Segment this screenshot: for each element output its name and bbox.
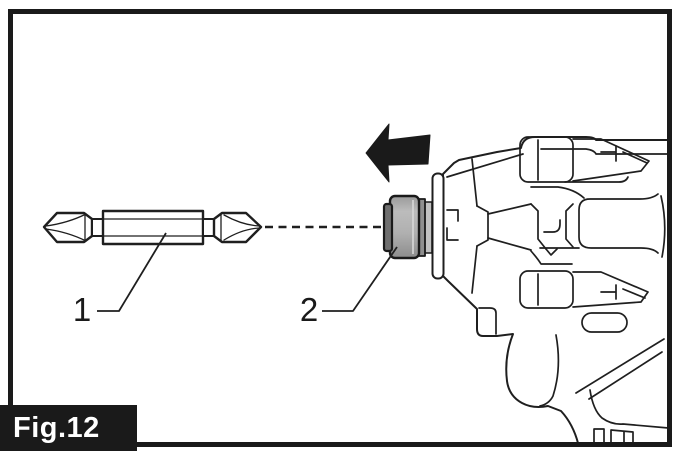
base-mark-1 bbox=[593, 428, 605, 444]
figure-label: Fig.12 bbox=[13, 411, 100, 444]
mid-panel-notch bbox=[545, 248, 558, 256]
base-mark-2 bbox=[610, 429, 634, 444]
bit-neck-right bbox=[202, 218, 215, 237]
top-bumper-end-cap bbox=[572, 138, 650, 182]
handle-inner-curve bbox=[589, 389, 667, 429]
chuck-sleeve bbox=[382, 194, 433, 260]
top-cap-underline bbox=[564, 176, 629, 183]
bit-shank-facets bbox=[103, 218, 203, 237]
sleeve-front-rim bbox=[382, 202, 394, 253]
collar-groove-mark-1 bbox=[446, 209, 459, 222]
figure-label-badge: Fig.12 bbox=[0, 405, 137, 451]
lamp-panel bbox=[478, 307, 497, 335]
anvil-front-face bbox=[431, 172, 445, 280]
bottom-bumper-detail-line bbox=[622, 288, 646, 299]
bit-tip-right bbox=[212, 211, 263, 244]
mid-panel-left bbox=[530, 203, 547, 250]
trigger-edge bbox=[539, 334, 560, 407]
body-ridge-line bbox=[530, 186, 585, 199]
waist-line-top bbox=[487, 203, 532, 215]
handle-crease-lower bbox=[588, 351, 663, 400]
bit-shank bbox=[101, 209, 205, 246]
nose-ridge-line bbox=[446, 153, 524, 178]
rear-contour-curve bbox=[660, 195, 666, 258]
nose-waist-panel bbox=[476, 205, 489, 247]
handle-crease-upper bbox=[575, 338, 665, 394]
mid-panel-right bbox=[565, 203, 574, 248]
impact-driver-body bbox=[431, 136, 667, 444]
waist-line-bottom bbox=[487, 237, 532, 251]
direction-arrow-icon bbox=[365, 123, 431, 183]
vent-slot bbox=[581, 312, 628, 333]
driver-bit bbox=[42, 209, 263, 246]
callout-number-2: 2 bbox=[299, 291, 319, 328]
nose-crease-lower bbox=[471, 245, 478, 294]
sleeve-body bbox=[388, 194, 421, 260]
tool-silhouette bbox=[442, 136, 667, 444]
leader-line-1 bbox=[97, 232, 167, 312]
collar-groove-mark-2 bbox=[446, 227, 459, 241]
nose-crease-upper bbox=[471, 158, 478, 207]
lower-shelf-line bbox=[530, 250, 573, 265]
motor-housing-panel bbox=[578, 193, 659, 254]
leader-line-2 bbox=[322, 246, 398, 312]
figure-frame bbox=[8, 9, 672, 447]
bit-tip-right-flutes bbox=[220, 213, 260, 242]
bottom-bumper bbox=[519, 270, 574, 309]
bit-tip-left-flutes bbox=[45, 213, 87, 242]
top-housing-line bbox=[540, 148, 667, 155]
callout-number-1: 1 bbox=[72, 291, 92, 328]
bottom-bumper-end-cap bbox=[572, 271, 649, 308]
mid-panel-hook bbox=[543, 219, 561, 233]
bit-neck-left bbox=[91, 218, 104, 237]
bottom-bumper-detail bbox=[600, 284, 617, 300]
top-bumper bbox=[519, 136, 574, 183]
